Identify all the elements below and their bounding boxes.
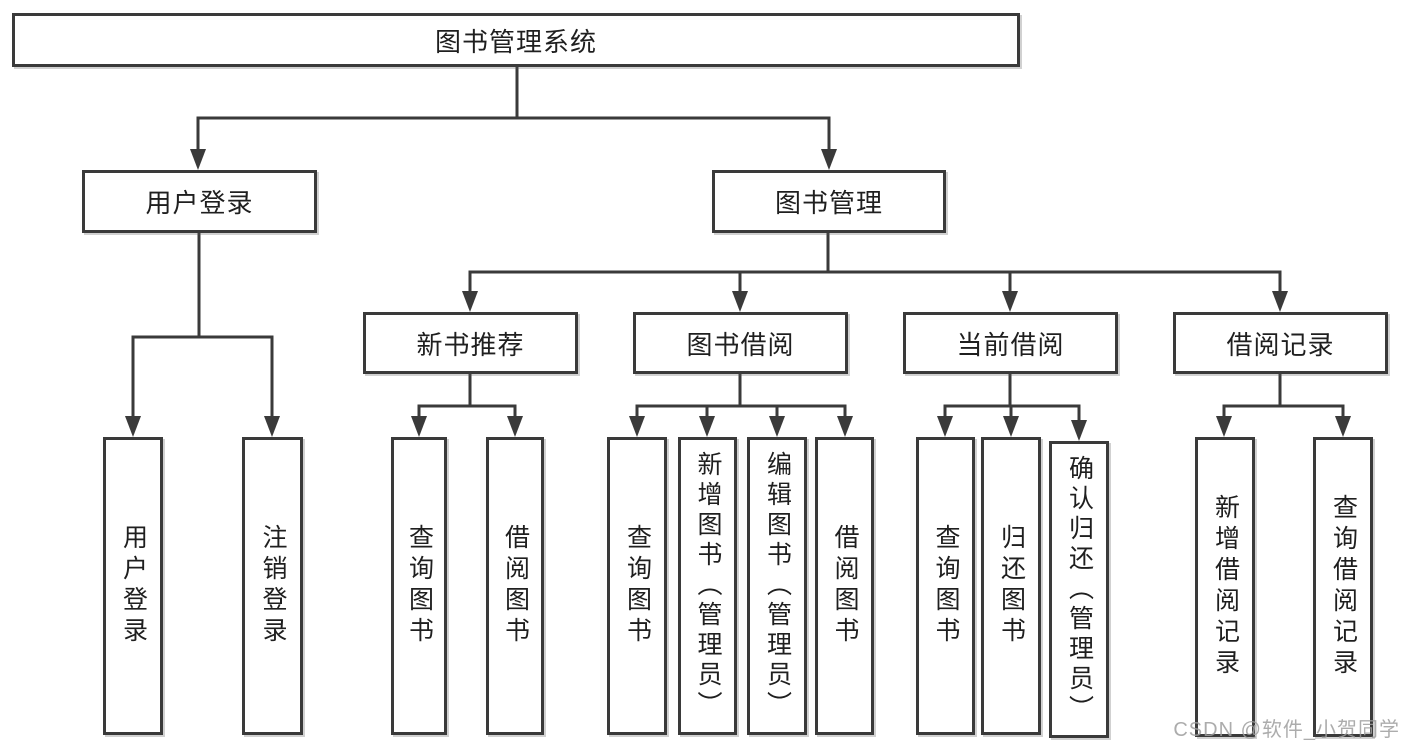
node-new-book-recommend: 新书推荐 — [363, 312, 578, 374]
connector-user-login — [125, 232, 280, 437]
leaf-query-books-recommend: 查询图书 — [391, 437, 447, 735]
connector-current-borrow — [937, 373, 1087, 441]
leaf-add-borrow-record-label: 新增借阅记录 — [1211, 494, 1240, 680]
node-current-borrow: 当前借阅 — [903, 312, 1118, 374]
node-user-login: 用户登录 — [82, 170, 317, 233]
leaf-query-borrow-record: 查询借阅记录 — [1313, 437, 1373, 737]
node-new-book-recommend-label: 新书推荐 — [416, 329, 525, 360]
leaf-borrow-books-recommend-label: 借阅图书 — [501, 524, 530, 648]
leaf-add-book-admin: 新增图书（管理员） — [678, 437, 737, 735]
node-user-login-label: 用户登录 — [145, 188, 254, 218]
leaf-confirm-return-admin: 确认归还（管理员） — [1049, 441, 1109, 738]
leaf-add-book-admin-label: 新增图书（管理员） — [694, 451, 722, 721]
leaf-query-books-borrow: 查询图书 — [607, 437, 667, 735]
connector-book-management — [462, 232, 1288, 312]
leaf-query-borrow-record-label: 查询借阅记录 — [1329, 494, 1358, 680]
leaf-edit-book-admin: 编辑图书（管理员） — [747, 437, 807, 735]
leaf-borrow-books: 借阅图书 — [815, 437, 874, 735]
leaf-user-login: 用户登录 — [103, 437, 163, 735]
node-book-management-label: 图书管理 — [774, 188, 883, 218]
leaf-query-books-recommend-label: 查询图书 — [405, 524, 434, 648]
connector-borrow-records — [1216, 373, 1351, 437]
leaf-user-login-label: 用户登录 — [119, 524, 148, 648]
leaf-query-books-current-label: 查询图书 — [932, 524, 960, 648]
node-book-management: 图书管理 — [712, 170, 946, 233]
leaf-query-books-borrow-label: 查询图书 — [623, 524, 652, 648]
leaf-borrow-books-label: 借阅图书 — [831, 524, 859, 648]
leaf-return-book: 归还图书 — [981, 437, 1041, 735]
leaf-return-book-label: 归还图书 — [997, 524, 1026, 648]
node-current-borrow-label: 当前借阅 — [956, 329, 1065, 360]
leaf-query-books-current: 查询图书 — [916, 437, 975, 735]
connector-book-borrow — [629, 373, 853, 437]
node-borrow-records: 借阅记录 — [1173, 312, 1388, 374]
leaf-edit-book-admin-label: 编辑图书（管理员） — [763, 451, 792, 721]
watermark: CSDN @软件_小贺同学 — [1173, 719, 1400, 741]
connector-root — [190, 66, 837, 170]
node-library-system-label: 图书管理系统 — [434, 26, 597, 57]
node-book-borrow-label: 图书借阅 — [686, 329, 795, 360]
connector-new-book-recommend — [411, 373, 523, 437]
leaf-borrow-books-recommend: 借阅图书 — [486, 437, 544, 735]
leaf-confirm-return-admin-label: 确认归还（管理员） — [1065, 454, 1094, 725]
leaf-add-borrow-record: 新增借阅记录 — [1195, 437, 1255, 737]
leaf-logout-label: 注销登录 — [259, 524, 287, 648]
node-book-borrow: 图书借阅 — [633, 312, 848, 374]
leaf-logout: 注销登录 — [242, 437, 303, 735]
node-library-system: 图书管理系统 — [12, 13, 1020, 67]
node-borrow-records-label: 借阅记录 — [1226, 329, 1335, 360]
